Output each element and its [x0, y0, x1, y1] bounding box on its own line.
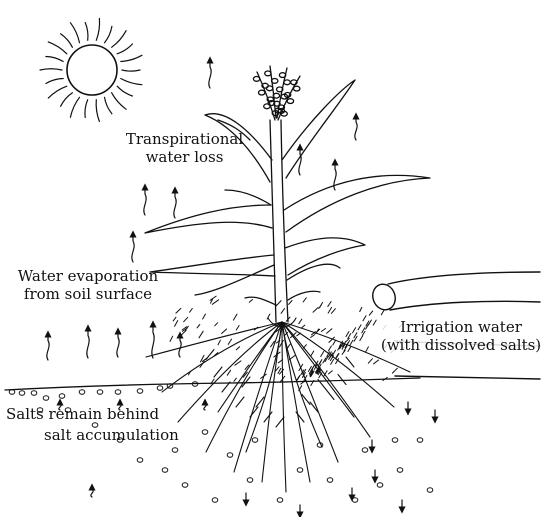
evaporation-label: Water evaporation from soil surface: [4, 267, 172, 303]
irrigation-line1: Irrigation water: [378, 318, 544, 336]
corn-plant-icon: [145, 66, 430, 322]
salt-accumulation-label: salt accumulation: [44, 426, 179, 444]
irrigation-line2: (with dissolved salts): [378, 336, 544, 354]
roots: [146, 318, 410, 492]
transpiration-label: Transpirational water loss: [122, 130, 247, 166]
tassel: [253, 66, 300, 120]
salts-remain-label: Salts remain behind: [6, 405, 159, 423]
irrigation-label: Irrigation water (with dissolved salts): [378, 318, 544, 354]
evaporation-line2: from soil surface: [4, 285, 172, 303]
irrigation-water-spray: [296, 310, 384, 391]
evaporation-line1: Water evaporation: [4, 267, 172, 285]
transpiration-line2: water loss: [122, 148, 247, 166]
sun-icon: [40, 19, 142, 122]
transpiration-line1: Transpirational: [122, 130, 247, 148]
